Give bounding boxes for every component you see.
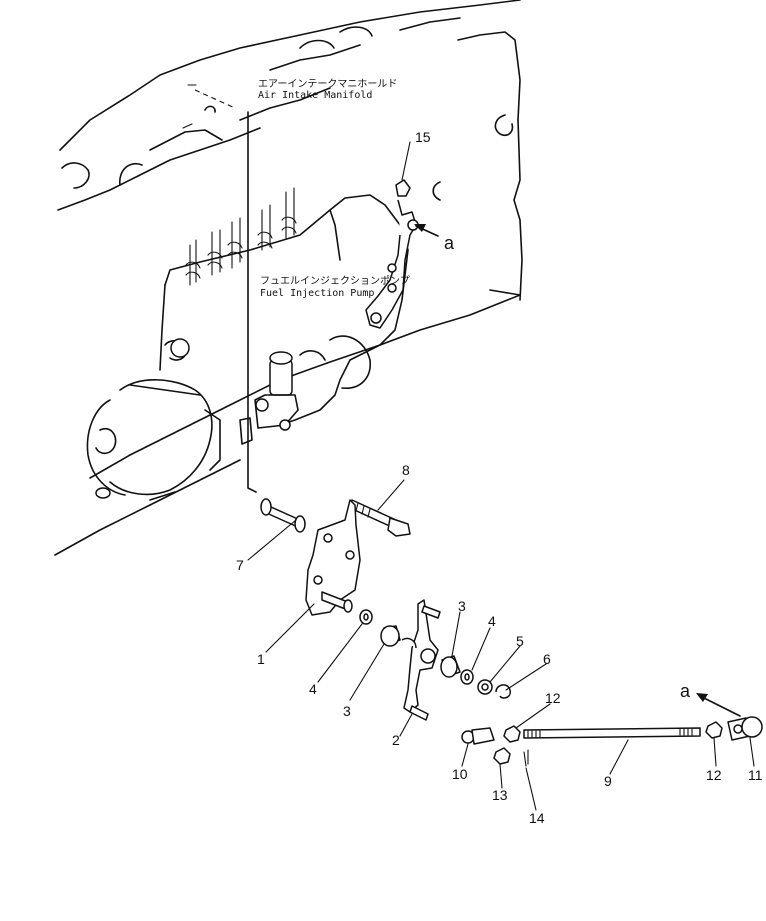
fuel-pump-label-en: Fuel Injection Pump [260,288,374,299]
part-3-bushing-left [380,625,401,647]
callout-3-left: 3 [343,703,351,719]
leader-lines [247,141,755,811]
stop-cable [247,111,257,493]
callout-9: 9 [604,773,612,789]
callout-2: 2 [392,732,400,748]
part-5-washer-hole [481,683,489,691]
callout-8: 8 [402,462,410,478]
part-11-ball-joint [727,716,763,741]
air-intake-label-en: Air Intake Manifold [258,90,372,101]
part-12-nut-right [705,721,723,739]
hidden-line [194,89,236,109]
part-13-nut [493,747,511,765]
callout-3-right: 3 [458,598,466,614]
callout-12-left: 12 [545,690,561,706]
callout-6: 6 [543,651,551,667]
part-10-ball-joint [461,727,495,745]
callout-1: 1 [257,651,265,667]
callout-12-right: 12 [706,767,722,783]
reference-mark-lower: a [680,681,691,701]
reference-arrow-upper [414,224,439,237]
callout-5: 5 [516,633,524,649]
part-9-rod [523,727,701,739]
part-4-washer-left-hole [363,613,369,621]
upper-lever-bracket [365,179,419,329]
callout-10: 10 [452,766,468,782]
fuel-pump-label-jp: フュエルインジェクションポンプ [260,275,410,287]
part-7-collar [260,498,306,533]
air-intake-label-jp: エアーインテークマニホールド [258,78,397,90]
callout-13: 13 [492,787,508,803]
fuel-injection-pump [86,187,409,501]
callout-7: 7 [236,557,244,573]
part-6-clip [495,684,511,699]
part-1-bracket [305,499,361,616]
reference-arrow-lower [696,693,741,717]
part-8-bolt [349,499,411,537]
part-4-washer-right-hole [464,673,470,681]
reference-mark-upper: a [444,233,455,253]
part-12-nut-left [503,725,521,743]
callout-4-right: 4 [488,613,496,629]
part-3-bushing-right [440,655,461,678]
callout-4-left: 4 [309,681,317,697]
callout-15: 15 [415,129,431,145]
engine-block-outline [54,0,523,556]
part-14-pin [523,749,529,767]
callout-11: 11 [748,767,763,783]
part-2-lever [401,599,441,721]
callout-14: 14 [529,810,545,826]
